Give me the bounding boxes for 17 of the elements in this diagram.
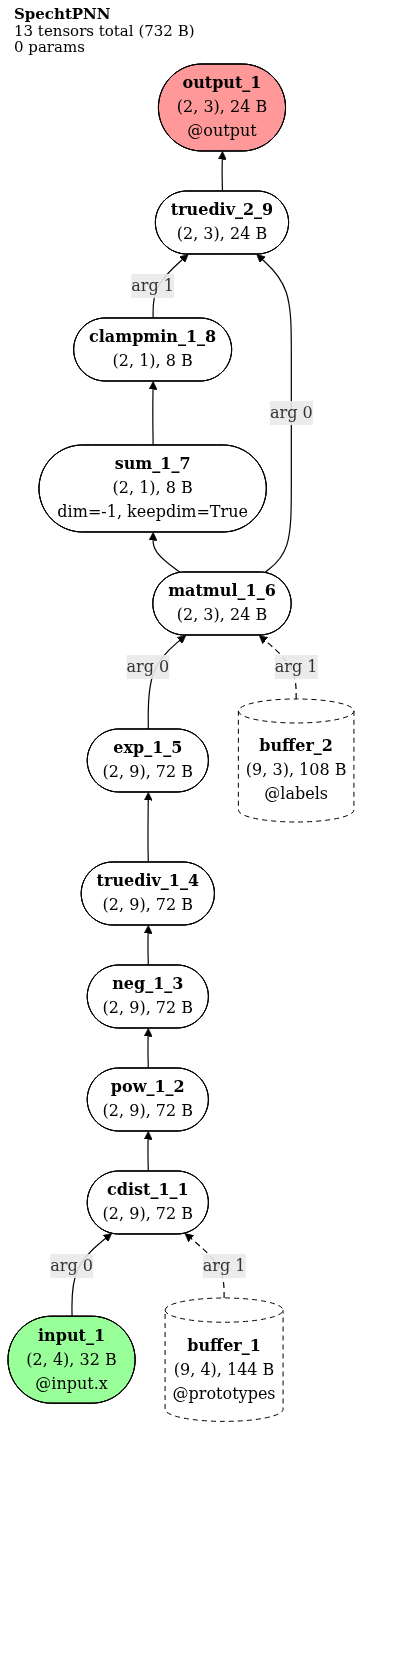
arrow [143,1027,153,1069]
edge-label: arg 0 [50,1255,93,1275]
arrow [256,253,292,573]
edge-label: arg 1 [202,1255,246,1275]
summary-note: 0 params [14,39,86,56]
summary-note: 13 tensors total (732 B) [14,22,196,39]
edge-label: arg 1 [274,656,318,676]
edge-label: arg 1 [131,275,175,295]
arrow [148,380,158,446]
edge-label: arg 0 [126,656,170,676]
arrow [143,924,153,966]
arrow [148,531,182,573]
arrow [143,791,153,863]
diagram-title: SpechtPNN [14,6,112,23]
arrow [143,1130,153,1172]
arrow [217,150,227,192]
edge-label: arg 0 [269,402,313,422]
